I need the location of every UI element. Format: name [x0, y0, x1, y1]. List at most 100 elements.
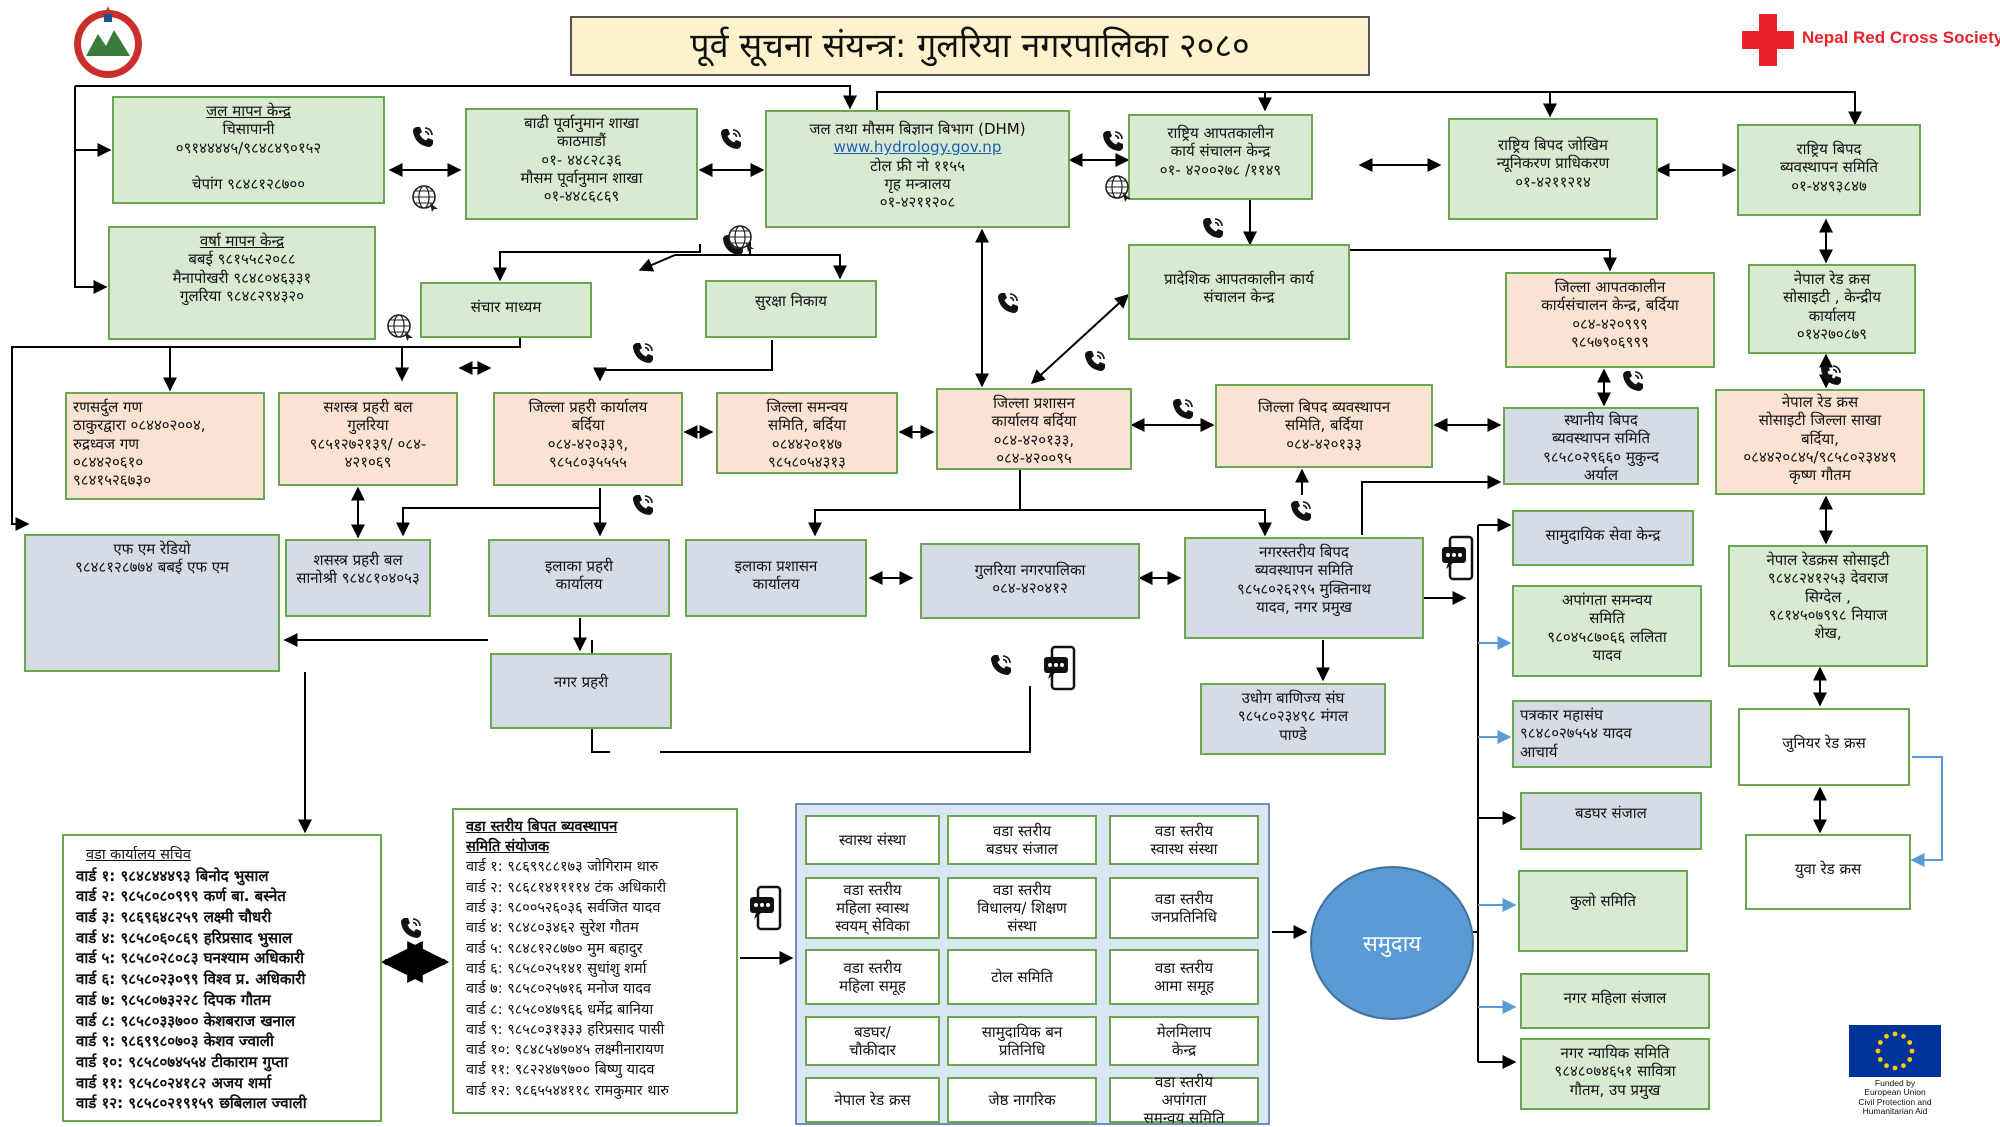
eu-star [1892, 1031, 1898, 1037]
box-line: रणसर्दुल गण [73, 398, 143, 416]
box-line: जल मापन केन्द्र [206, 102, 291, 120]
security-box: सुरक्षा निकाय [705, 280, 877, 338]
box-line: कार्य संचालन केन्द्र [1170, 142, 1271, 161]
box-line: नगर न्यायिक समिति [1560, 1044, 1670, 1062]
box-line: संस्था [1007, 917, 1037, 935]
box-line: नेपाल रेडक्रस सोसाइटी [1766, 551, 1890, 569]
ward-secretary-row: वार्ड २: ९८५८०८०९९९ कर्ण बा. बस्नेत [76, 887, 286, 906]
box-line: वडा स्तरीय [992, 881, 1052, 899]
box-line: गुलरिया नगरपालिका [974, 561, 1086, 579]
box-line: नेपाल रेड क्रस [1781, 393, 1859, 411]
box-line: गृह मन्त्रालय [884, 174, 951, 193]
ward-coordinator-row: वार्ड ३: ९८००५२६०३६ सर्वजित यादव [466, 900, 661, 917]
eu-star [1875, 1048, 1881, 1054]
box-line: ९८५७९०६९९९ [1570, 332, 1649, 351]
box-line: गुलरिया [347, 416, 389, 435]
red-cross-logo: Nepal Red Cross Society [1740, 14, 2000, 68]
box-line: विधालय/ शिक्षण [977, 899, 1067, 917]
box-line: ०१४२७०८७९ [1796, 324, 1868, 343]
area-police-box: इलाका प्रहरीकार्यालय [488, 539, 670, 617]
box-line: सामुदायिक सेवा केन्द्र [1545, 526, 1661, 544]
box-line: ०८४४२०८४५/९८५८०२३४४९ [1743, 447, 1897, 466]
box-line: वडा स्तरीय [1154, 1073, 1214, 1091]
box-line: केन्द्र [1171, 1041, 1197, 1059]
sms-phone-icon [1442, 535, 1474, 581]
ward-dm-coordinators-list: वार्ड १: ९८६९९८८१७३ जोगिराम थारुवार्ड २:… [466, 857, 724, 1101]
box-line: वडा स्तरीय [1154, 959, 1214, 977]
phone-icon [633, 343, 653, 363]
box-line: संचालन केन्द्र [1203, 288, 1275, 307]
flood-forecast-box: बाढी पूर्वानुमान शाखाकाठमाडौं०१- ४४८२८३६… [465, 108, 698, 220]
box-line: संचार माध्यम [470, 298, 542, 316]
box-line: ९८४१५२६७३० [73, 471, 152, 490]
phone-icon [721, 129, 741, 149]
box-line: अर्याल [1583, 465, 1619, 484]
box-line: बडघर संजाल [1575, 804, 1647, 822]
box-line: ९८४८०२७५५४ यादव [1520, 724, 1632, 743]
ward-group-box: बडघर/चौकीदार [805, 1016, 940, 1066]
box-line: आचार्य [1520, 742, 1558, 761]
box-line: सानोश्री ९८४८१०४०५३ [296, 569, 420, 588]
ward-secretaries-box: वडा कार्यालय सचिव वार्ड १: ९८४८४४४९३ बिन… [62, 834, 382, 1122]
box-line: चेपांग ९८४८१२८७०० [191, 175, 306, 194]
phone-icon [401, 918, 421, 938]
box-line: ०१-४४८६८६९ [543, 187, 620, 206]
box-line: वडा स्तरीय [992, 822, 1052, 840]
eu-flag-icon [1849, 1025, 1941, 1077]
box-line: वडा स्तरीय बिपत ब्यवस्थापन [466, 819, 618, 835]
eu-star [1892, 1065, 1898, 1071]
phone-icon [998, 293, 1018, 313]
phone-icon [1103, 131, 1123, 151]
ward-dm-coordinators-box: वडा स्तरीय बिपत ब्यवस्थापन समिति संयोजक व… [452, 808, 738, 1114]
box-line: ९८५८०५४३१३ [767, 452, 846, 471]
phone-icon [633, 495, 653, 515]
box-line: चौकीदार [849, 1041, 896, 1059]
ward-secretary-row: वार्ड ८: ९८५८०३३७०० केशबराज खनाल [76, 1011, 296, 1030]
eu-star [1877, 1040, 1883, 1045]
box-line: नगर महिला संजाल [1563, 989, 1667, 1007]
ward-secretary-row: वार्ड ७: ९८५८०७३२२८ दिपक गौतम [76, 990, 271, 1009]
eu-star [1884, 1033, 1889, 1039]
box-line: ९८४८०७४६५१ सावित्रा [1554, 1062, 1676, 1081]
fm-radio-box: एफ एम रेडियो९८४८१२८७७४ बबई एफ एम [24, 534, 280, 672]
ward-coordinator-row: वार्ड ११: ९८२२४७९७०० बिष्णु यादव [466, 1062, 655, 1079]
box-line: बडघर/ [854, 1023, 891, 1041]
box-line: ९८५८०२३४९८ मंगल [1237, 707, 1349, 726]
box-line: ब्यवस्थापन समिति [1551, 429, 1651, 448]
ward-secretary-row: वार्ड ९: ९८६९९८०७०३ केशव ज्वाली [76, 1032, 274, 1051]
box-line: ०१-४४९३८४७ [1791, 176, 1867, 195]
box-line: ०८४-४२०९९९ [1572, 314, 1648, 333]
box-line: वडा स्तरीय [1154, 822, 1214, 840]
dhm-box: जल तथा मौसम बिज्ञान बिभाग (DHM)www.hydro… [765, 110, 1070, 228]
box-line: European Union [1864, 1087, 1926, 1098]
box-line: वर्षा मापन केन्द्र [199, 232, 285, 250]
box-line: जुनियर रेड क्रस [1782, 734, 1866, 752]
ward-coordinator-row: वार्ड ५: ९८४८१२८७७० मुम बहादुर [466, 940, 643, 957]
box-line: ९८५१२७२१३९/ ०८४- [309, 434, 427, 453]
ward-coordinator-row: वार्ड १२: ९८६५५४४११८ रामकुमार थारु [466, 1082, 669, 1099]
box-line: ०८४४२०६१० [73, 452, 144, 471]
phone-icon [1203, 218, 1223, 238]
ward-coordinator-row: वार्ड ८: ९८५८०४७९६६ धर्मेद्र बानिया [466, 1001, 654, 1018]
box-line: बाढी पूर्वानुमान शाखा [524, 114, 639, 132]
box-line: समिति संयोजक [466, 838, 550, 855]
box-line: ९८५८०३५५५५ [548, 452, 627, 471]
box-line: सामुदायिक बन [981, 1023, 1063, 1041]
box-line: समिति [1589, 609, 1625, 628]
dhm-website-link[interactable]: www.hydrology.gov.np [833, 138, 1002, 157]
box-line: महिला समूह [839, 977, 906, 995]
box-line: नगर प्रहरी [553, 673, 609, 691]
box-line: इलाका प्रहरी [544, 557, 614, 575]
box-line: ९८५८०२९६६० मुकुन्द [1543, 447, 1659, 466]
